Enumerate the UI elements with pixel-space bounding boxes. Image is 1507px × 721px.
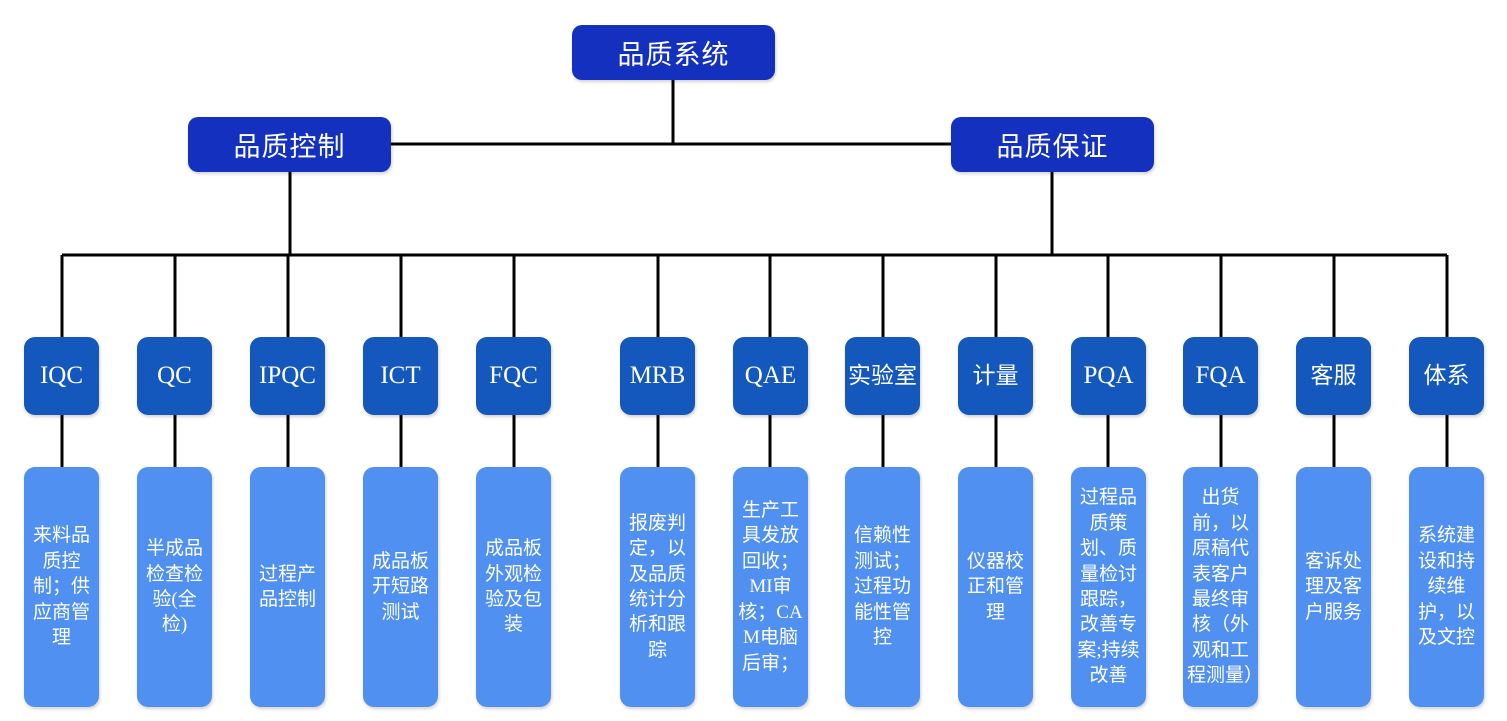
department-node-label: ICT (380, 362, 421, 390)
department-node-ict[interactable]: ICT (363, 337, 438, 415)
description-box-qae: 生产工具发放回收；MI审核；CAM电脑后审； (733, 467, 808, 707)
description-text: 来料品质控制；供应商管理 (32, 525, 90, 649)
description-text: 半成品检查检验(全检) (145, 538, 203, 636)
department-node-label: MRB (629, 362, 686, 390)
branch-node-quality-assurance[interactable]: 品质保证 (951, 117, 1154, 172)
department-node-label: 客服 (1310, 363, 1357, 389)
department-node-label: FQC (489, 362, 538, 390)
description-text: 成品板开短路测试 (371, 550, 429, 623)
root-node-label: 品质系统 (617, 40, 730, 70)
department-node-qae[interactable]: QAE (733, 337, 808, 415)
department-node-label: QAE (744, 362, 797, 390)
description-box-fqc: 成品板外观检验及包装 (476, 467, 551, 707)
description-box-ipqc: 过程产品控制 (250, 467, 325, 707)
branch-node-quality-control[interactable]: 品质控制 (188, 117, 391, 172)
description-box-laboratory: 信赖性测试；过程功能性管控 (845, 467, 920, 707)
department-node-label: 计量 (972, 363, 1019, 389)
description-text: 系统建设和持续维护，以及文控 (1417, 525, 1475, 649)
department-node-fqc[interactable]: FQC (476, 337, 551, 415)
department-node-pqa[interactable]: PQA (1071, 337, 1146, 415)
department-node-laboratory[interactable]: 实验室 (845, 337, 920, 415)
department-node-customer-service[interactable]: 客服 (1296, 337, 1371, 415)
description-box-mrb: 报废判定，以及品质统计分析和跟踪 (620, 467, 695, 707)
department-node-label: IQC (39, 362, 84, 390)
department-node-iqc[interactable]: IQC (24, 337, 99, 415)
department-node-label: FQA (1195, 362, 1246, 390)
description-text: 出货前，以原稿代表客户最终审核（外观和工程测量） (1187, 487, 1264, 687)
department-node-label: QC (157, 362, 192, 390)
department-node-ipqc[interactable]: IPQC (250, 337, 325, 415)
description-box-qc: 半成品检查检验(全检) (137, 467, 212, 707)
description-box-system: 系统建设和持续维护，以及文控 (1409, 467, 1484, 707)
description-box-fqa: 出货前，以原稿代表客户最终审核（外观和工程测量） (1183, 467, 1264, 707)
description-text: 报废判定，以及品质统计分析和跟踪 (628, 512, 686, 661)
root-node-quality-system[interactable]: 品质系统 (572, 25, 775, 80)
department-node-label: 体系 (1423, 363, 1470, 389)
description-box-customer-service: 客诉处理及客户服务 (1296, 467, 1371, 707)
department-node-mrb[interactable]: MRB (620, 337, 695, 415)
department-node-label: PQA (1083, 362, 1134, 390)
description-box-ict: 成品板开短路测试 (363, 467, 438, 707)
branch-node-label: 品质保证 (996, 132, 1109, 162)
description-text: 过程产品控制 (258, 563, 316, 610)
description-box-pqa: 过程品质策划、质量检讨跟踪，改善专案;持续改善 (1071, 467, 1146, 707)
department-node-system[interactable]: 体系 (1409, 337, 1484, 415)
description-text: 过程品质策划、质量检讨跟踪，改善专案;持续改善 (1077, 487, 1140, 687)
description-text: 仪器校正和管理 (966, 550, 1024, 623)
description-text: 客诉处理及客户服务 (1304, 550, 1362, 623)
description-box-metrology: 仪器校正和管理 (958, 467, 1033, 707)
description-text: 生产工具发放回收；MI审核；CAM电脑后审； (738, 499, 803, 674)
department-node-fqa[interactable]: FQA (1183, 337, 1258, 415)
description-text: 成品板外观检验及包装 (484, 538, 542, 636)
description-box-iqc: 来料品质控制；供应商管理 (24, 467, 99, 707)
department-node-label: 实验室 (848, 363, 917, 389)
description-text: 信赖性测试；过程功能性管控 (853, 525, 911, 649)
branch-node-label: 品质控制 (233, 132, 346, 162)
department-node-metrology[interactable]: 计量 (958, 337, 1033, 415)
department-node-qc[interactable]: QC (137, 337, 212, 415)
department-node-label: IPQC (259, 362, 316, 390)
